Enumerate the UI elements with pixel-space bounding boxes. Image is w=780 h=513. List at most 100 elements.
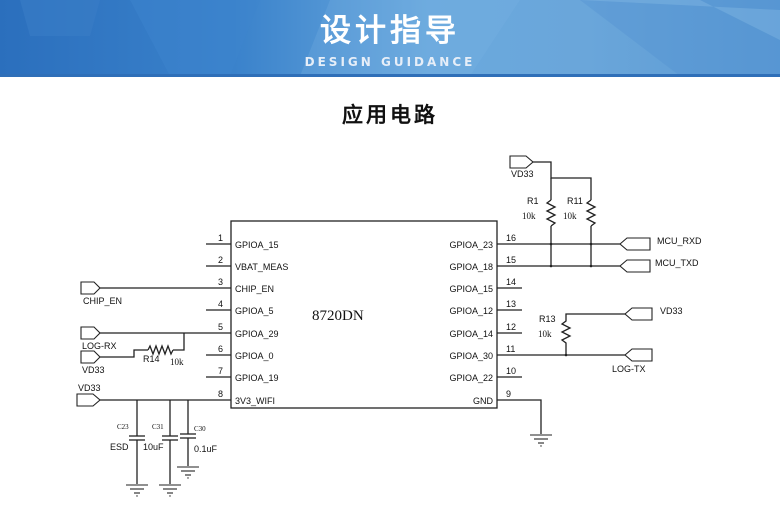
r13-value: 10k (538, 329, 552, 339)
pin-3-name: CHIP_EN (235, 284, 274, 294)
port-mcu-txd-label: MCU_TXD (655, 258, 699, 268)
pin-8-name: 3V3_WIFI (235, 396, 275, 406)
c23-ref: C23 (117, 423, 129, 431)
resistor-r11-icon (585, 199, 597, 227)
pin-4-number: 4 (218, 299, 223, 309)
r11-ref: R11 (567, 196, 583, 206)
r14-left-wire (100, 349, 148, 358)
ground-icon (159, 484, 181, 497)
port-chip-en-flag (80, 281, 101, 295)
section-title: 应用电路 (342, 103, 438, 127)
chip-body (230, 220, 498, 409)
r1-ref: R1 (527, 196, 539, 206)
port-mcu-rxd-flag (619, 237, 651, 251)
port-vd33-top: VD33 (509, 155, 592, 200)
pin-11-name: GPIOA_30 (449, 351, 493, 361)
pin-15-name: GPIOA_18 (449, 262, 493, 272)
banner-divider (0, 74, 780, 77)
pin-2-name: VBAT_MEAS (235, 262, 288, 272)
pullup-top-wire (533, 161, 592, 200)
r11-value: 10k (563, 211, 577, 221)
r14-right-wire (173, 333, 185, 351)
port-vd33-r14: VD33 R14 10k (80, 333, 185, 375)
pin-7-number: 7 (218, 366, 223, 376)
pin-2-number: 2 (218, 255, 223, 265)
banner-background-facets (20, 0, 780, 76)
r14-ref: R14 (143, 354, 160, 364)
r1-value: 10k (522, 211, 536, 221)
pin-11-number: 11 (506, 344, 515, 354)
pin-1-name: GPIOA_15 (235, 240, 279, 250)
pin-3-number: 3 (218, 277, 223, 287)
pin-16-name: GPIOA_23 (449, 240, 493, 250)
left-pins: 1 GPIOA_15 2 VBAT_MEAS 3 CHIP_EN 4 GPIOA… (100, 233, 288, 406)
pin-4-name: GPIOA_5 (235, 306, 274, 316)
r13-ref: R13 (539, 314, 556, 324)
resistor-r14-icon (147, 344, 174, 356)
port-log-tx: LOG-TX (612, 348, 653, 374)
pin-15-number: 15 (506, 255, 516, 265)
pin-10-name: GPIOA_22 (449, 373, 493, 383)
c23-value: ESD (110, 442, 129, 452)
pin-1-number: 1 (218, 233, 223, 243)
pin-8-number: 8 (218, 389, 223, 399)
port-mcu-txd-flag (619, 259, 651, 273)
capacitor-c30: C30 0.1uF (177, 400, 218, 479)
pin-16-number: 16 (506, 233, 516, 243)
pin-13-number: 13 (506, 299, 516, 309)
ground-icon (126, 484, 148, 497)
right-pins: 16 GPIOA_23 15 GPIOA_18 14 GPIOA_15 13 G… (449, 233, 625, 434)
port-log-rx: LOG-RX (80, 326, 117, 351)
r14-value: 10k (170, 357, 184, 367)
port-log-tx-label: LOG-TX (612, 364, 646, 374)
capacitor-c31: C31 10uF (143, 400, 181, 497)
port-vd33-top-flag (509, 155, 534, 169)
port-vd33-supply-label: VD33 (78, 383, 101, 393)
resistor-r13: R13 10k (538, 313, 625, 357)
resistor-r11: R11 10k (563, 196, 597, 268)
port-log-tx-flag (624, 348, 653, 362)
ground-icon (530, 434, 552, 447)
port-vd33-r14-flag (80, 350, 101, 364)
c30-ref: C30 (194, 425, 206, 433)
banner-title: 设计指导 (320, 13, 460, 49)
pin-13-name: GPIOA_12 (449, 306, 493, 316)
pin-12-name: GPIOA_14 (449, 329, 493, 339)
port-mcu-txd: MCU_TXD (619, 258, 699, 273)
banner-subtitle: DESIGN GUIDANCE (304, 55, 476, 69)
port-vd33-supply: VD33 (76, 383, 101, 407)
port-vd33-supply-flag (76, 393, 101, 407)
ground-icon (177, 466, 199, 479)
resistor-r1-icon (545, 199, 557, 227)
pin-5-number: 5 (218, 322, 223, 332)
port-vd33-top-label: VD33 (511, 169, 534, 179)
pin-14-name: GPIOA_15 (449, 284, 493, 294)
port-vd33-r13: VD33 (624, 306, 683, 321)
pin-14-number: 14 (506, 277, 516, 287)
pin-10-number: 10 (506, 366, 516, 376)
pin-9-name: GND (473, 396, 494, 406)
pin-6-name: GPIOA_0 (235, 351, 274, 361)
resistor-r1: R1 10k (522, 196, 557, 268)
port-vd33-r13-label: VD33 (660, 306, 683, 316)
c31-ref: C31 (152, 423, 164, 431)
pin-5-name: GPIOA_29 (235, 329, 279, 339)
pin-12-number: 12 (506, 322, 516, 332)
port-vd33-r14-label: VD33 (82, 365, 105, 375)
port-chip-en: CHIP_EN (80, 281, 122, 306)
port-vd33-r13-flag (624, 307, 653, 321)
port-chip-en-label: CHIP_EN (83, 296, 122, 306)
c30-value: 0.1uF (194, 444, 218, 454)
chip-name: 8720DN (312, 308, 364, 324)
capacitor-c23: C23 ESD (110, 400, 148, 497)
c31-value: 10uF (143, 442, 164, 452)
pin-7-name: GPIOA_19 (235, 373, 279, 383)
port-log-rx-flag (80, 326, 101, 340)
pin-6-number: 6 (218, 344, 223, 354)
pin-9-number: 9 (506, 389, 511, 399)
port-mcu-rxd: MCU_RXD (619, 236, 702, 251)
port-log-rx-label: LOG-RX (82, 341, 117, 351)
pin-9-gnd-wire (497, 399, 542, 434)
port-mcu-rxd-label: MCU_RXD (657, 236, 702, 246)
